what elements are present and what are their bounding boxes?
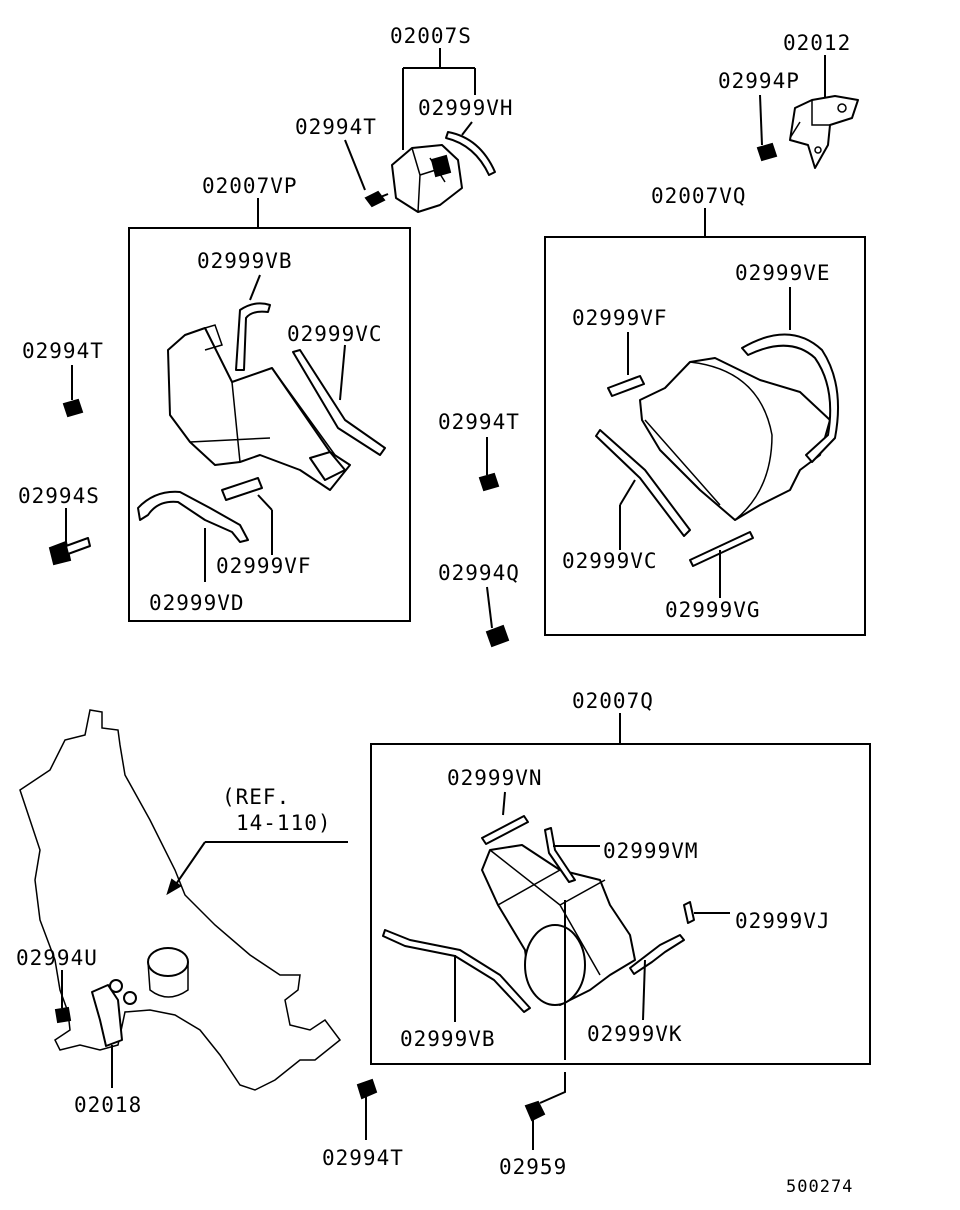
label-02959: 02959 bbox=[499, 1155, 567, 1179]
label-02007VP: 02007VP bbox=[202, 174, 298, 198]
label-02994Q: 02994Q bbox=[438, 561, 520, 585]
label-02018: 02018 bbox=[74, 1093, 142, 1117]
label-02999VJ: 02999VJ bbox=[735, 909, 831, 933]
label-02007Q: 02007Q bbox=[572, 689, 654, 713]
label-02007VQ: 02007VQ bbox=[651, 184, 747, 208]
label-02994T-top: 02994T bbox=[295, 115, 377, 139]
part-group-02007Q bbox=[370, 713, 871, 1065]
label-02999VM: 02999VM bbox=[603, 839, 699, 863]
kit-box-02007Q bbox=[370, 743, 871, 1065]
label-02999VK: 02999VK bbox=[587, 1022, 683, 1046]
label-02994P: 02994P bbox=[718, 69, 800, 93]
label-02994U: 02994U bbox=[16, 946, 98, 970]
bolt-02994T-bottom bbox=[356, 1078, 378, 1140]
label-02999VB-lower: 02999VB bbox=[400, 1027, 496, 1051]
label-02012: 02012 bbox=[783, 31, 851, 55]
part-group-02007VQ bbox=[544, 208, 866, 636]
engine-block-outline bbox=[19, 709, 348, 1091]
bolt-02994T-mid bbox=[478, 437, 500, 492]
label-02994T-bottom: 02994T bbox=[322, 1146, 404, 1170]
label-02999VF-left: 02999VF bbox=[216, 554, 312, 578]
part-group-02007S bbox=[344, 48, 496, 213]
label-02994S: 02994S bbox=[18, 484, 100, 508]
label-02994T-mid: 02994T bbox=[438, 410, 520, 434]
label-02999VC-left: 02999VC bbox=[287, 322, 383, 346]
label-02007S: 02007S bbox=[390, 24, 472, 48]
kit-box-02007VP bbox=[128, 227, 411, 622]
bolt-02994Q bbox=[485, 586, 510, 648]
label-02999VF-right: 02999VF bbox=[572, 306, 668, 330]
label-02999VB-upper: 02999VB bbox=[197, 249, 293, 273]
label-02999VD: 02999VD bbox=[149, 591, 245, 615]
label-02999VG: 02999VG bbox=[665, 598, 761, 622]
diagram-number: 500274 bbox=[786, 1177, 853, 1197]
label-02999VE: 02999VE bbox=[735, 261, 831, 285]
part-group-02018 bbox=[54, 970, 137, 1088]
label-02999VH: 02999VH bbox=[418, 96, 514, 120]
label-02999VC-right: 02999VC bbox=[562, 549, 658, 573]
label-02994T-left: 02994T bbox=[22, 339, 104, 363]
kit-box-02007VQ bbox=[544, 236, 866, 636]
label-ref-line1: (REF. bbox=[222, 785, 290, 809]
part-group-02007VP bbox=[48, 198, 411, 622]
label-ref-line2: 14-110) bbox=[236, 811, 332, 835]
label-02999VN: 02999VN bbox=[447, 766, 543, 790]
nut-02959 bbox=[524, 1072, 566, 1150]
part-group-02012 bbox=[756, 55, 859, 169]
